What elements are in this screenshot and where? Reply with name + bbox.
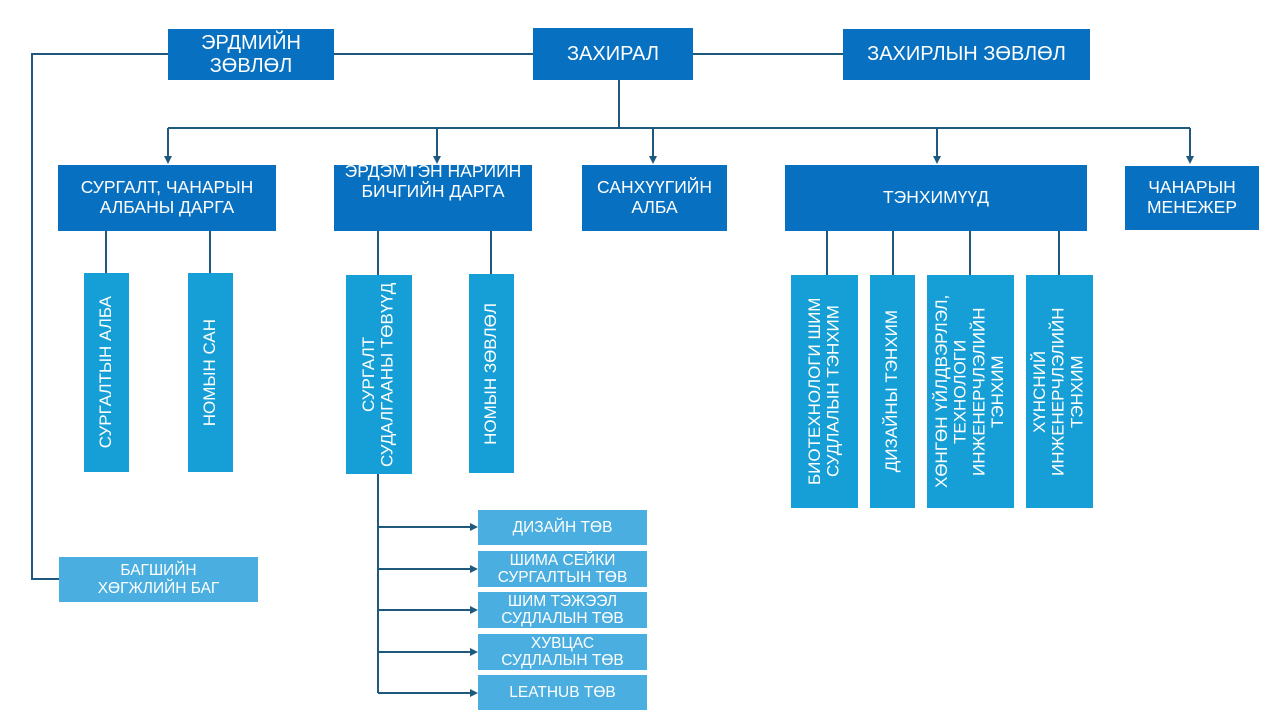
book-council-label: НОМЫН ЗӨВЛӨЛ xyxy=(481,302,501,445)
training-quality-head-label: СУРГАЛТ, ЧАНАРЫН АЛБАНЫ ДАРГА xyxy=(80,177,254,217)
department-label: ХӨНГӨН ҮЙЛДВЭРЛЭЛ, ТЕХНОЛОГИ ИНЖЕНЕРЧЛЭЛ… xyxy=(932,294,1008,489)
center-box: ХУВЦАС СУДЛАЛЫН ТӨВ xyxy=(478,634,647,670)
finance-box: САНХҮҮГИЙН АЛБА xyxy=(582,165,727,231)
center-label: ХУВЦАС СУДЛАЛЫН ТӨВ xyxy=(501,634,624,669)
academic-secretary-label: ЭРДЭМТЭН НАРИЙН БИЧГИЙН ДАРГА xyxy=(344,161,522,201)
quality-manager-box: ЧАНАРЫН МЕНЕЖЕР xyxy=(1125,166,1259,230)
quality-manager-label: ЧАНАРЫН МЕНЕЖЕР xyxy=(1146,177,1238,217)
director-box: ЗАХИРАЛ xyxy=(533,28,693,80)
center-box: ШИМА СЕЙКИ СУРГАЛТЫН ТӨВ xyxy=(478,551,647,587)
line-council-teacherdev xyxy=(31,53,168,580)
training-office-box: СУРГАЛТЫН АЛБА xyxy=(84,273,129,472)
academic-secretary-box: ЭРДЭМТЭН НАРИЙН БИЧГИЙН ДАРГА xyxy=(334,161,532,231)
center-label: ШИМА СЕЙКИ СУРГАЛТЫН ТӨВ xyxy=(497,551,628,586)
book-council-box: НОМЫН ЗӨВЛӨЛ xyxy=(469,274,514,473)
department-box: БИОТЕХНОЛОГИ ШИМ СУДЛАЛЫН ТЭНХИМ xyxy=(791,275,858,508)
departments-box: ТЭНХИМҮҮД xyxy=(785,165,1087,231)
center-label: LEATHUB ТӨВ xyxy=(509,683,616,701)
department-label: ДИЗАЙНЫ ТЭНХИМ xyxy=(882,310,902,473)
library-label: НОМЫН САН xyxy=(200,318,220,427)
research-centers-box: СУРГАЛТ СУДАЛГААНЫ ТӨВҮҮД xyxy=(346,275,412,474)
department-box: ДИЗАЙНЫ ТЭНХИМ xyxy=(870,275,915,508)
research-centers-label: СУРГАЛТ СУДАЛГААНЫ ТӨВҮҮД xyxy=(359,282,397,467)
board-label: ЗАХИРЛЫН ЗӨВЛӨЛ xyxy=(867,43,1066,66)
departments-label: ТЭНХИМҮҮД xyxy=(882,187,990,208)
academic-council-label: ЭРДМИЙН ЗӨВЛӨЛ xyxy=(201,32,301,77)
training-office-label: СУРГАЛТЫН АЛБА xyxy=(96,296,116,449)
center-label: ШИМ ТЭЖЭЭЛ СУДЛАЛЫН ТӨВ xyxy=(501,592,624,627)
library-box: НОМЫН САН xyxy=(188,273,233,472)
director-label: ЗАХИРАЛ xyxy=(566,42,660,65)
department-box: ХӨНГӨН ҮЙЛДВЭРЛЭЛ, ТЕХНОЛОГИ ИНЖЕНЕРЧЛЭЛ… xyxy=(927,275,1014,508)
finance-label: САНХҮҮГИЙН АЛБА xyxy=(597,177,712,217)
board-box: ЗАХИРЛЫН ЗӨВЛӨЛ xyxy=(843,29,1090,80)
department-label: БИОТЕХНОЛОГИ ШИМ СУДЛАЛЫН ТЭНХИМ xyxy=(804,297,843,486)
teacher-dev-label: БАГШИЙН ХӨГЖЛИЙН БАГ xyxy=(97,562,220,597)
center-box: ДИЗАЙН ТӨВ xyxy=(478,510,647,545)
center-label: ДИЗАЙН ТӨВ xyxy=(512,518,613,536)
teacher-dev-box: БАГШИЙН ХӨГЖЛИЙН БАГ xyxy=(59,557,258,602)
academic-council-box: ЭРДМИЙН ЗӨВЛӨЛ xyxy=(168,29,334,80)
training-quality-head-box: СУРГАЛТ, ЧАНАРЫН АЛБАНЫ ДАРГА xyxy=(58,165,276,231)
department-box: ХҮНСНИЙ ИНЖЕНЕРЧЛЭЛИЙН ТЭНХИМ xyxy=(1026,275,1093,508)
center-box: ШИМ ТЭЖЭЭЛ СУДЛАЛЫН ТӨВ xyxy=(478,592,647,628)
department-label: ХҮНСНИЙ ИНЖЕНЕРЧЛЭЛИЙН ТЭНХИМ xyxy=(1030,307,1087,476)
center-box: LEATHUB ТӨВ xyxy=(478,675,647,710)
